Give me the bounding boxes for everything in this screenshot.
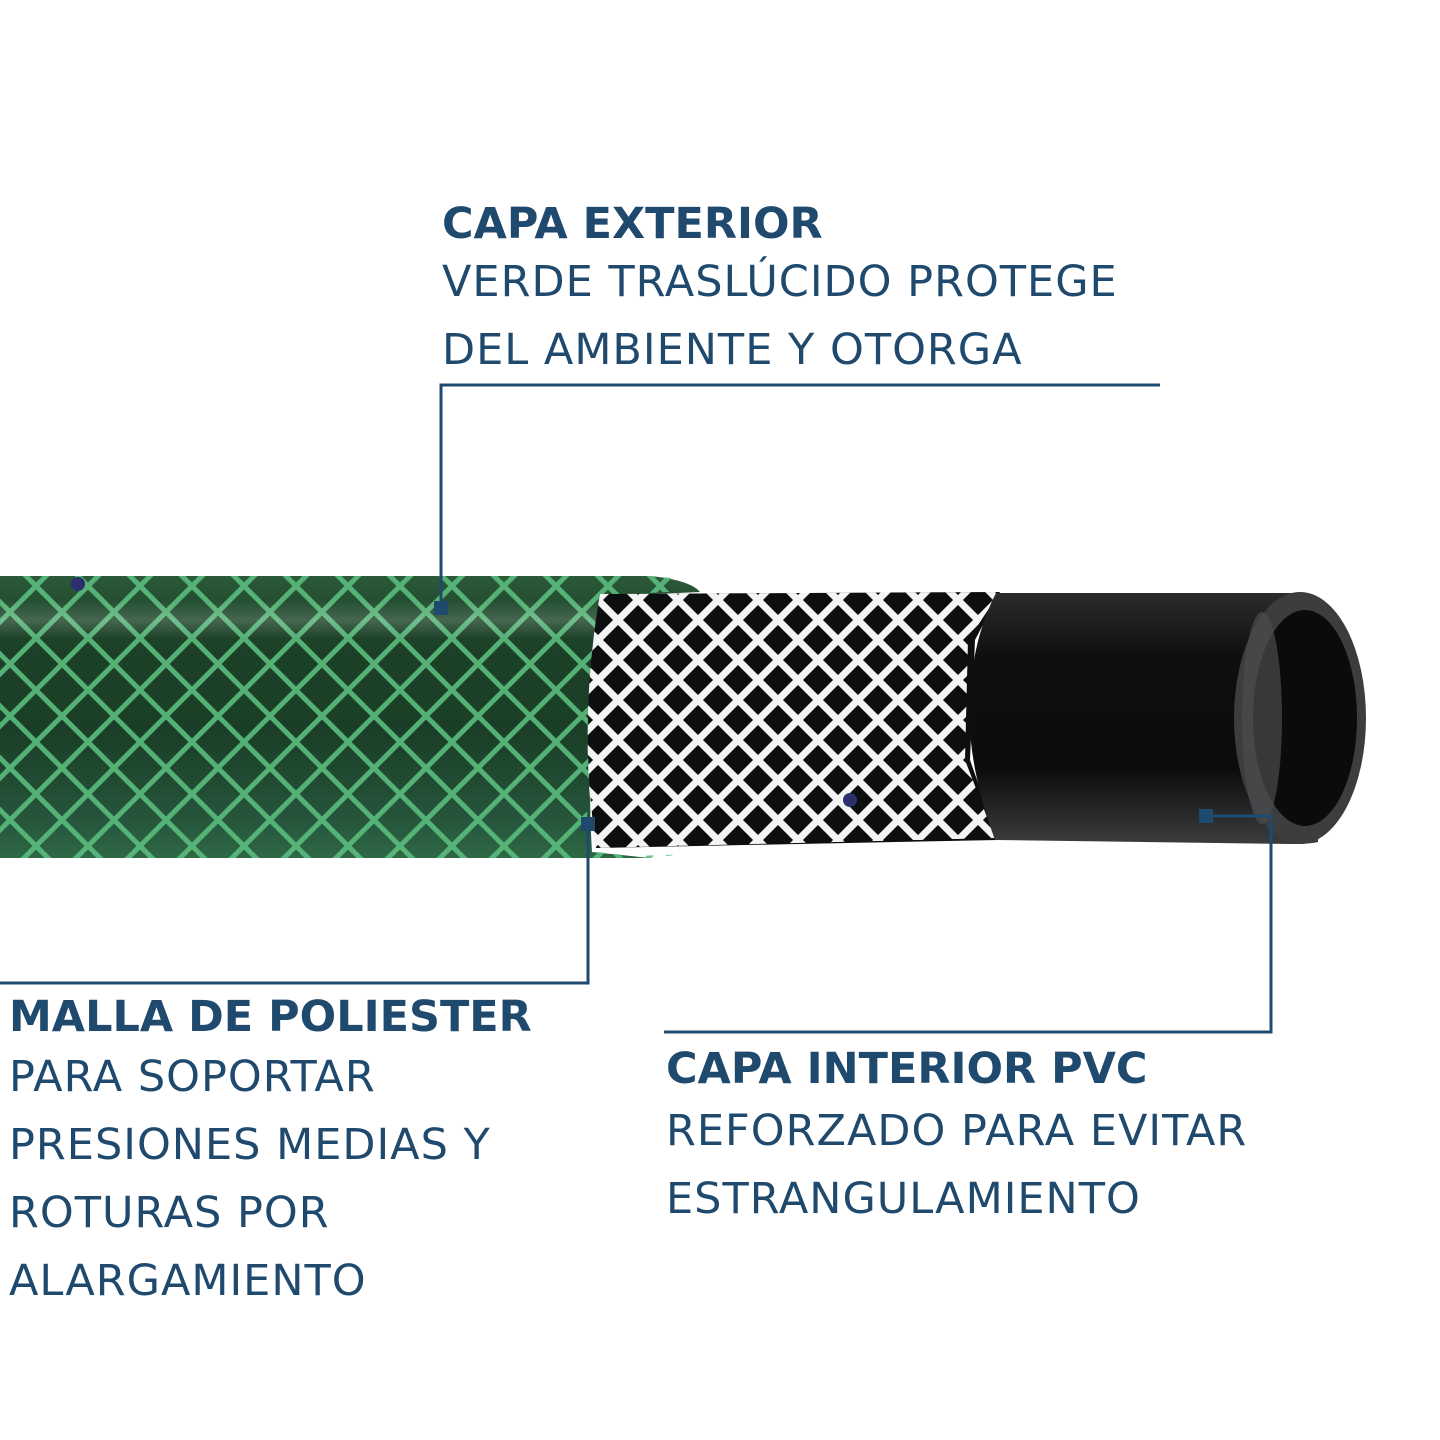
callout-interior: CAPA INTERIOR PVC REFORZADO PARA EVITAR … <box>666 1048 1247 1246</box>
marker-dot <box>843 793 857 807</box>
mesh-strand <box>587 592 693 848</box>
callout-exterior-line: VERDE TRASLÚCIDO PROTEGE <box>442 257 1118 307</box>
mesh-strand <box>703 592 973 848</box>
callout-interior-line: ESTRANGULAMIENTO <box>666 1174 1141 1224</box>
tube-opening-lip <box>1242 612 1282 824</box>
leader-end-exterior <box>434 601 448 615</box>
callout-malla-line: ROTURAS POR <box>9 1188 330 1238</box>
callout-exterior-title: CAPA EXTERIOR <box>442 199 823 249</box>
mesh-strand <box>663 592 933 848</box>
mesh-strand <box>587 592 653 848</box>
mesh-strand <box>587 592 653 848</box>
mesh-strand <box>587 592 733 848</box>
mesh-strand <box>783 592 1000 848</box>
mesh-strand <box>0 576 106 858</box>
callout-malla-line: PARA SOPORTAR <box>9 1052 376 1102</box>
mesh-strand <box>823 592 1000 848</box>
callout-interior-title: CAPA INTERIOR PVC <box>666 1044 1148 1094</box>
leader-line-exterior <box>439 383 1160 608</box>
mesh-strand <box>903 592 1000 848</box>
mesh-strand <box>587 592 853 848</box>
leader-end-interior <box>1199 809 1213 823</box>
mesh-strand <box>623 592 893 848</box>
callout-malla-title: MALLA DE POLIESTER <box>9 992 532 1042</box>
leader-line-malla <box>0 824 590 985</box>
callout-exterior: CAPA EXTERIOR VERDE TRASLÚCIDO PROTEGE D… <box>442 203 1118 397</box>
leader-line-interior <box>664 814 1273 1034</box>
mesh-strand <box>587 592 773 848</box>
inner-pvc-tube <box>969 593 1318 844</box>
callout-malla-line: ALARGAMIENTO <box>9 1256 367 1306</box>
callout-interior-line: REFORZADO PARA EVITAR <box>666 1106 1248 1156</box>
callout-malla: MALLA DE POLIESTER PARA SOPORTAR PRESION… <box>9 996 532 1328</box>
mesh-strand <box>0 576 54 858</box>
mesh-strand <box>743 592 1000 848</box>
callout-malla-line: PRESIONES MEDIAS Y <box>9 1120 491 1170</box>
callout-exterior-line: DEL AMBIENTE Y OTORGA <box>442 325 1023 375</box>
leader-end-malla <box>581 817 595 831</box>
marker-dot <box>71 577 85 591</box>
mesh-strand <box>587 592 693 848</box>
outer-layer-green <box>0 576 700 858</box>
outer-layer-highlight <box>0 600 640 640</box>
mesh-strand <box>903 592 1000 848</box>
